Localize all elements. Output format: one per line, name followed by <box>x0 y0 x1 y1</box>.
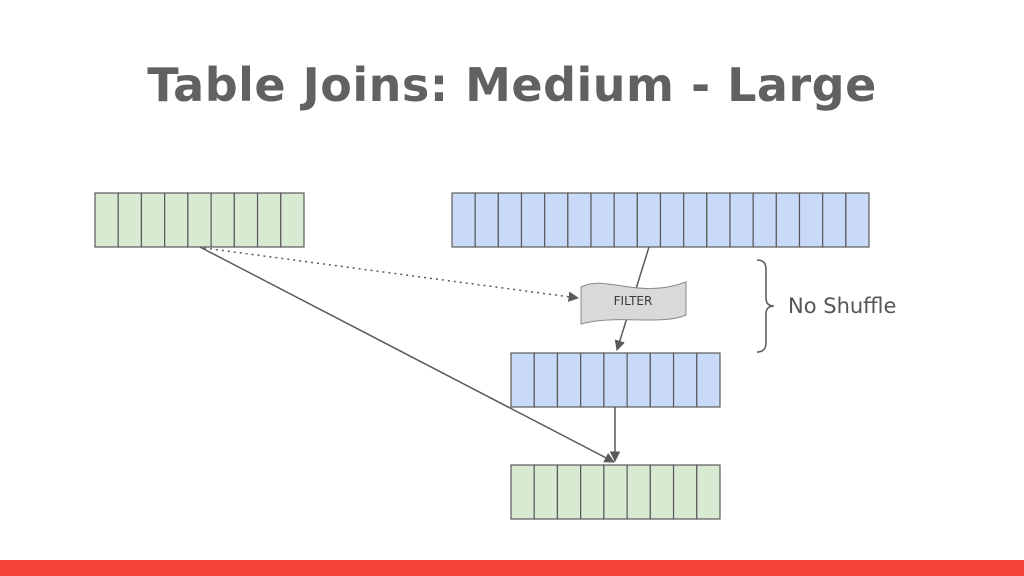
result-table-cell <box>556 464 582 520</box>
medium-table-cell <box>164 192 189 248</box>
large-table-cell <box>683 192 708 248</box>
filtered-table-cell <box>672 352 698 408</box>
result-table-cell <box>533 464 559 520</box>
large-table-cell <box>544 192 569 248</box>
result-table-cell <box>580 464 605 520</box>
filter-shape <box>580 281 687 325</box>
medium-to-result-arrow <box>199 246 615 463</box>
large-table <box>451 192 870 248</box>
result-table-cell <box>696 464 721 520</box>
large-table-cell <box>729 192 754 248</box>
filtered-table-cell <box>533 352 559 408</box>
large-table-cell <box>706 192 731 248</box>
large-table-cell <box>520 192 546 248</box>
no-shuffle-annotation: No Shuffle <box>788 294 896 318</box>
medium-table-cell <box>140 192 166 248</box>
large-table-cell <box>567 192 592 248</box>
slide-title: Table Joins: Medium - Large <box>147 58 877 112</box>
medium-table-cell <box>233 192 259 248</box>
filtered-table <box>510 352 721 408</box>
result-table <box>510 464 721 520</box>
medium-table <box>94 192 305 248</box>
result-table-cell <box>603 464 628 520</box>
result-table-cell <box>510 464 535 520</box>
medium-to-filter-dotted-arrow <box>203 247 580 302</box>
filtered-table-cell <box>649 352 675 408</box>
filtered-table-cell <box>580 352 605 408</box>
large-table-cell <box>590 192 615 248</box>
large-table-cell <box>822 192 847 248</box>
large-table-cell <box>845 192 870 248</box>
filter-label: FILTER <box>614 294 653 308</box>
large-table-cell <box>451 192 476 248</box>
medium-table-cell <box>187 192 212 248</box>
large-table-cell <box>775 192 801 248</box>
no-shuffle-brace <box>756 259 775 353</box>
large-table-cell <box>659 192 685 248</box>
filtered-table-cell <box>626 352 651 408</box>
large-table-cell <box>613 192 638 248</box>
filtered-table-cell <box>510 352 535 408</box>
medium-table-cell <box>256 192 282 248</box>
result-table-cell <box>626 464 651 520</box>
large-table-cell <box>752 192 777 248</box>
medium-table-cell <box>117 192 143 248</box>
filtered-table-cell <box>556 352 582 408</box>
large-table-cell <box>636 192 662 248</box>
large-table-cell <box>497 192 523 248</box>
filtered-table-cell <box>603 352 628 408</box>
result-table-cell <box>672 464 698 520</box>
accent-footer-bar <box>0 560 1024 576</box>
filtered-table-cell <box>696 352 721 408</box>
medium-table-cell <box>210 192 235 248</box>
large-table-cell <box>798 192 824 248</box>
large-table-cell <box>474 192 499 248</box>
result-table-cell <box>649 464 675 520</box>
medium-table-cell <box>280 192 305 248</box>
medium-table-cell <box>94 192 119 248</box>
